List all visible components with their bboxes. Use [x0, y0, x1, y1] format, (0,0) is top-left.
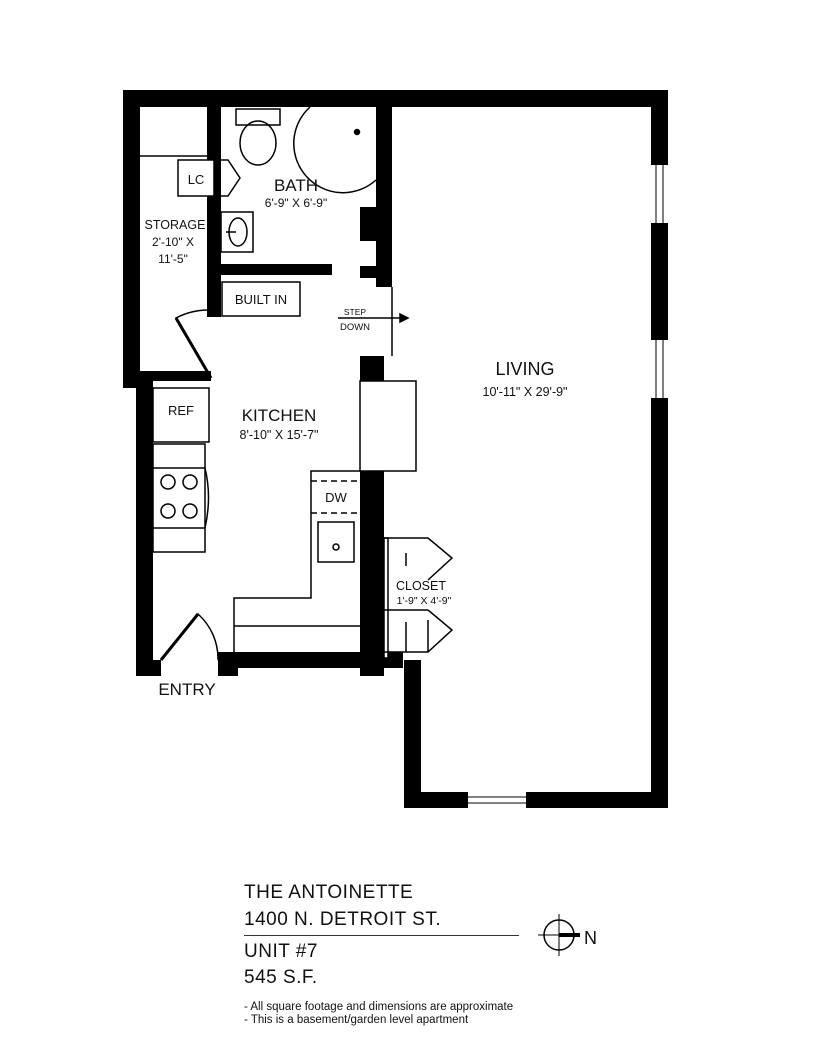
lc-label: LC: [188, 172, 205, 187]
north-label: N: [584, 928, 597, 948]
note-2: - This is a basement/garden level apartm…: [244, 1014, 469, 1026]
entry-label: ENTRY: [158, 680, 215, 699]
closet-label: CLOSET: [396, 579, 446, 593]
note-1: - All square footage and dimensions are …: [244, 1001, 514, 1013]
step-label-2: DOWN: [340, 322, 370, 333]
windows: [468, 165, 668, 808]
ref-label: REF: [168, 403, 194, 418]
built-in-label: BUILT IN: [235, 292, 287, 307]
bath-dims: 6'-9" X 6'-9": [265, 196, 327, 210]
building-name: THE ANTOINETTE: [244, 882, 414, 903]
kitchen-dims: 8'-10" X 15'-7": [240, 428, 319, 442]
storage-label: STORAGE: [145, 218, 206, 232]
room-labels: BATH 6'-9" X 6'-9" STORAGE 2'-10" X 11'-…: [145, 172, 568, 699]
unit-number: UNIT #7: [244, 941, 318, 962]
title-rule: [244, 935, 519, 936]
unit-area: 545 S.F.: [244, 967, 318, 988]
closet-dims: 1'-9" X 4'-9": [397, 595, 452, 607]
bath-label: BATH: [274, 176, 318, 195]
interior-lines: [140, 106, 454, 661]
storage-dims-1: 2'-10" X: [152, 235, 194, 249]
step-label-1: STEP: [344, 307, 367, 317]
kitchen-label: KITCHEN: [242, 406, 317, 425]
living-label: LIVING: [495, 359, 554, 379]
dw-label: DW: [325, 490, 347, 505]
living-dims: 10'-11" X 29'-9": [483, 385, 568, 399]
storage-dims-2: 11'-5": [158, 252, 188, 266]
building-address: 1400 N. DETROIT ST.: [244, 909, 442, 930]
north-arrow-icon: [538, 914, 580, 956]
